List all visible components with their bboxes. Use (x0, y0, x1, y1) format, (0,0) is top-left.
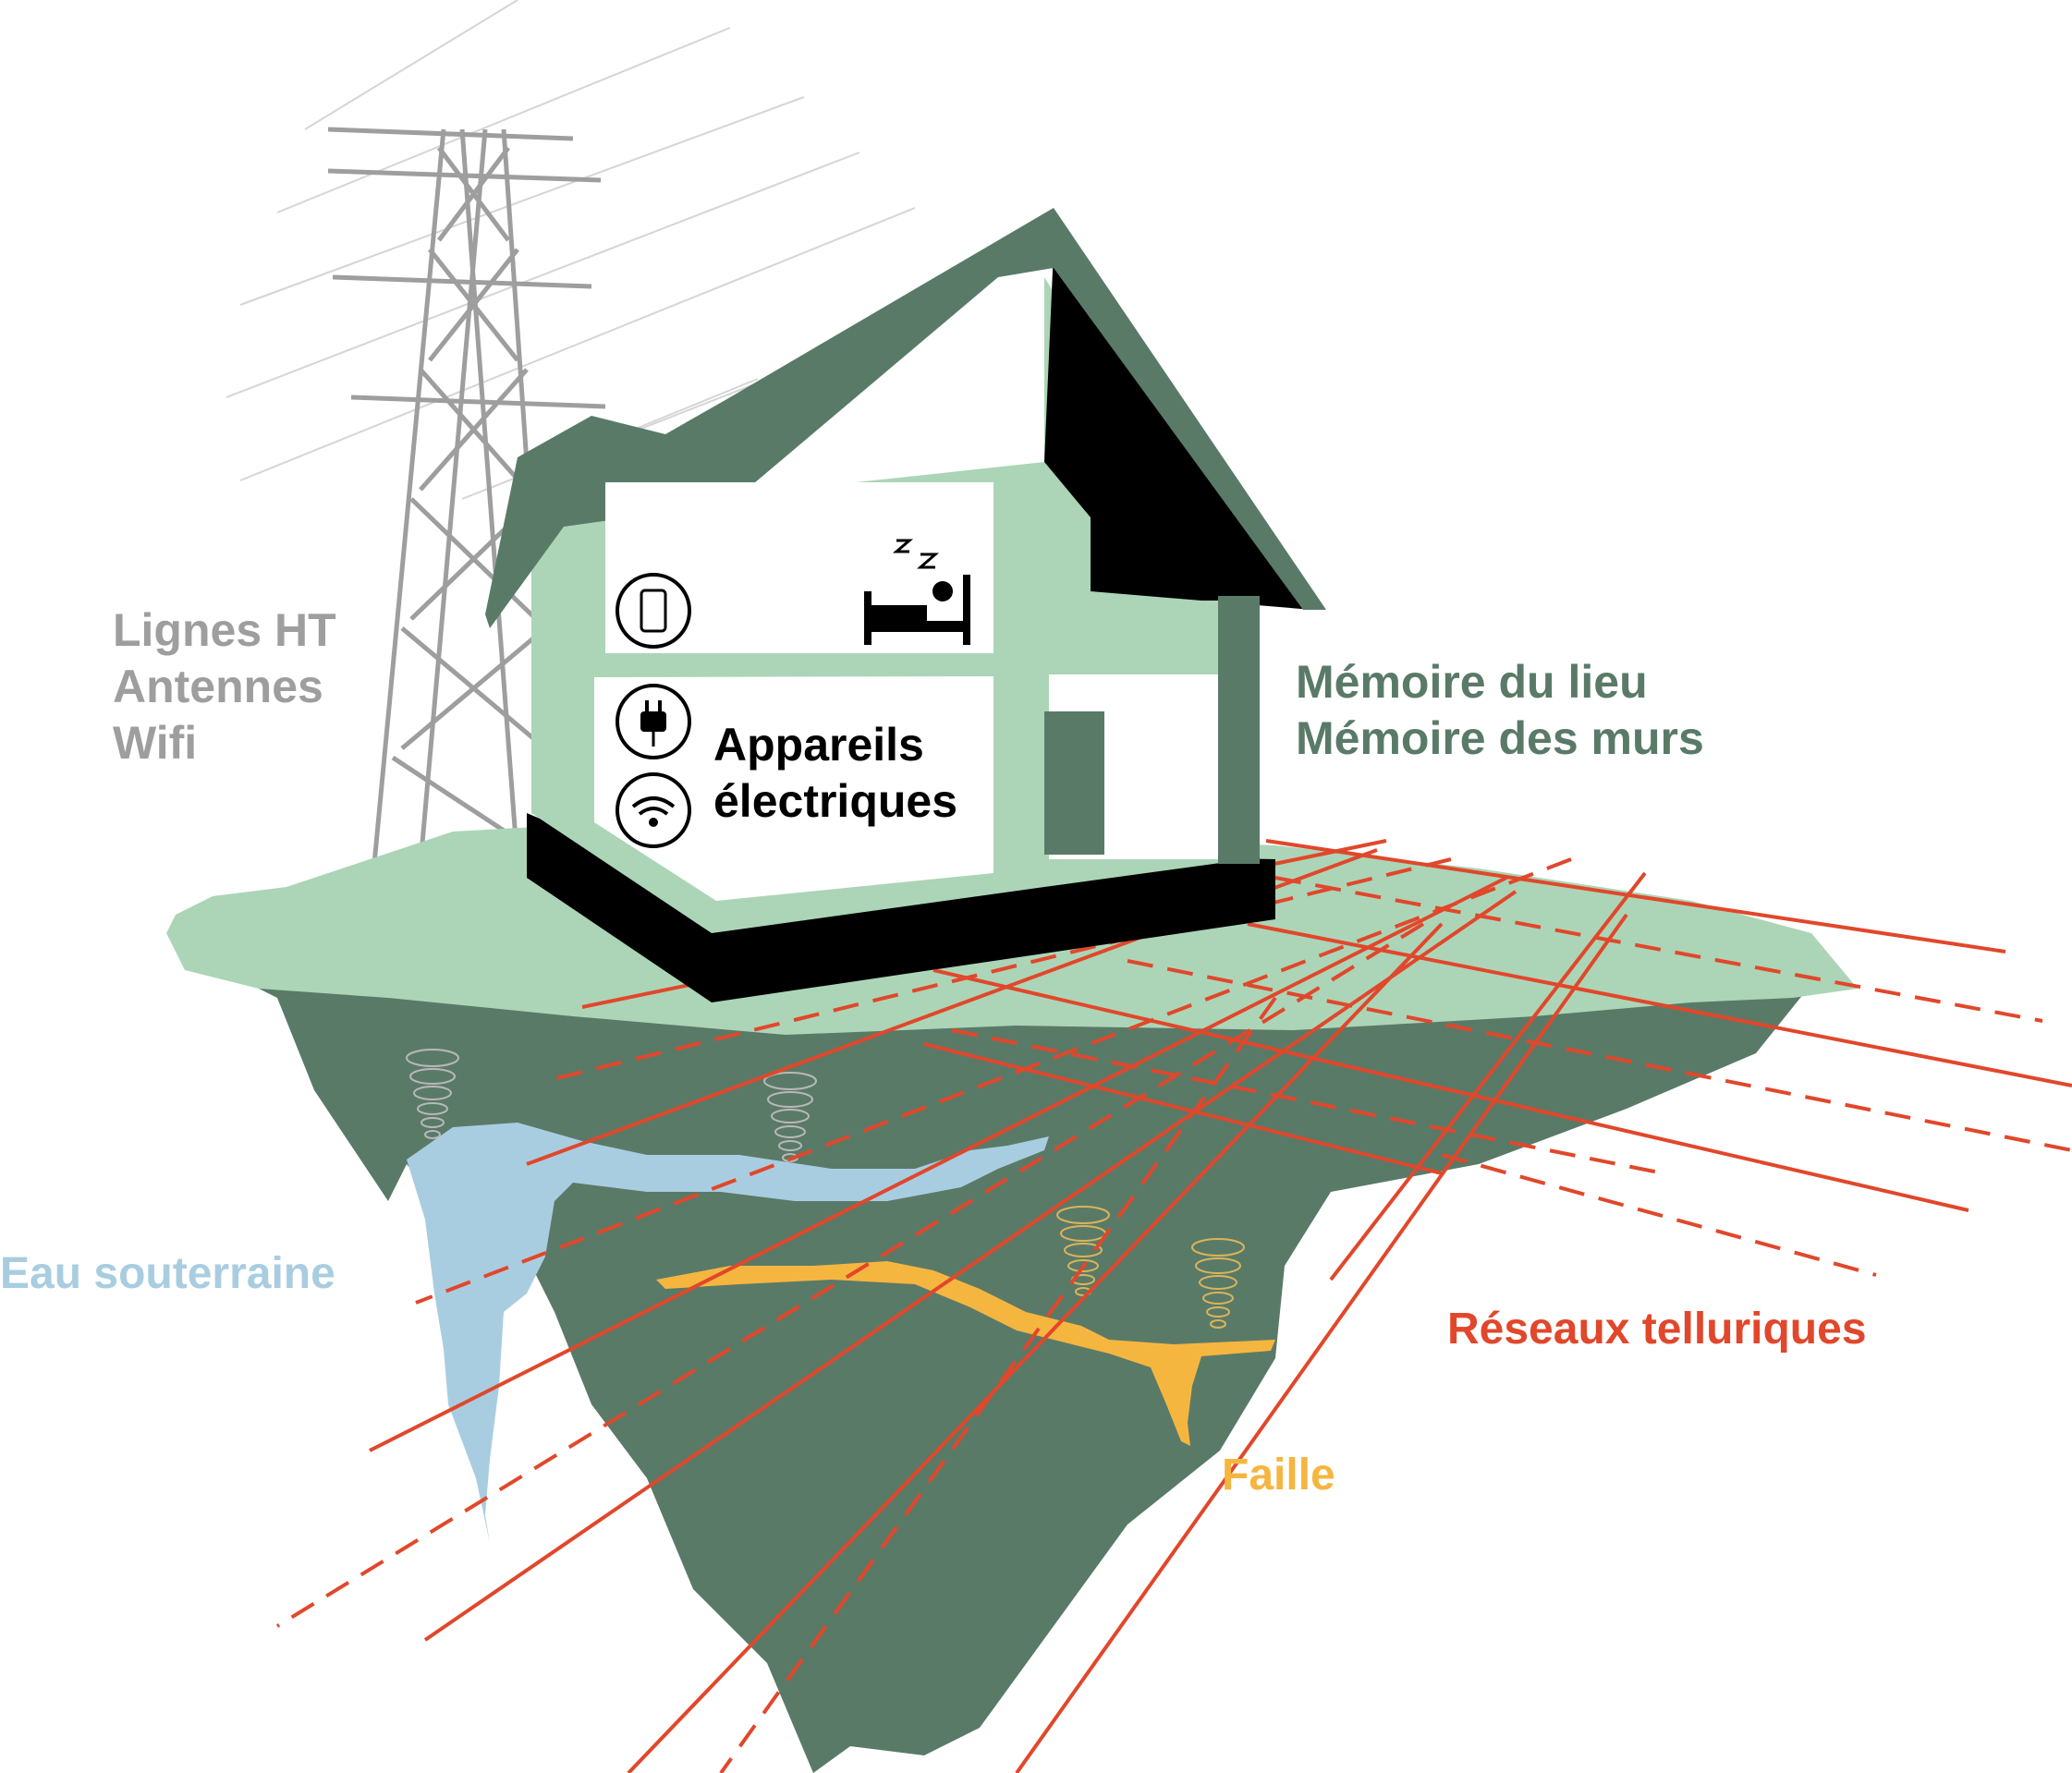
sources-line-2: Antennes (113, 661, 323, 712)
telluric-grid (275, 839, 2072, 1773)
electric-plug-icon (616, 684, 691, 759)
sleeping-bed-icon (864, 539, 970, 645)
sources-line-1: Lignes HT (113, 604, 336, 656)
lower-room (594, 676, 993, 901)
vortex-spiral-icon (406, 1049, 1245, 1329)
house-foundation (527, 813, 1275, 1002)
balcony (1044, 596, 1260, 864)
telluric-label: Réseaux telluriques (1447, 1305, 1867, 1354)
house-roof (485, 208, 1326, 628)
devices-line-1: Appareils (713, 719, 924, 771)
memory-line-1: Mémoire du lieu (1296, 656, 1648, 708)
emission-sources-label: Lignes HT Antennes Wifi (113, 602, 336, 771)
pylon-icon (327, 127, 606, 867)
smartphone-icon (616, 573, 691, 649)
wifi-icon (616, 772, 691, 848)
memory-label: Mémoire du lieu Mémoire des murs (1296, 654, 1704, 767)
devices-label: Appareils électriques (713, 717, 957, 830)
water-label: Eau souterraine (0, 1249, 335, 1298)
house (485, 208, 1326, 1002)
fault-line (656, 1261, 1275, 1446)
underground-water (407, 1123, 1049, 1543)
devices-line-2: électriques (713, 775, 958, 827)
fault-label: Faille (1222, 1451, 1335, 1500)
sources-line-3: Wifi (113, 717, 198, 769)
memory-line-2: Mémoire des murs (1296, 712, 1704, 764)
